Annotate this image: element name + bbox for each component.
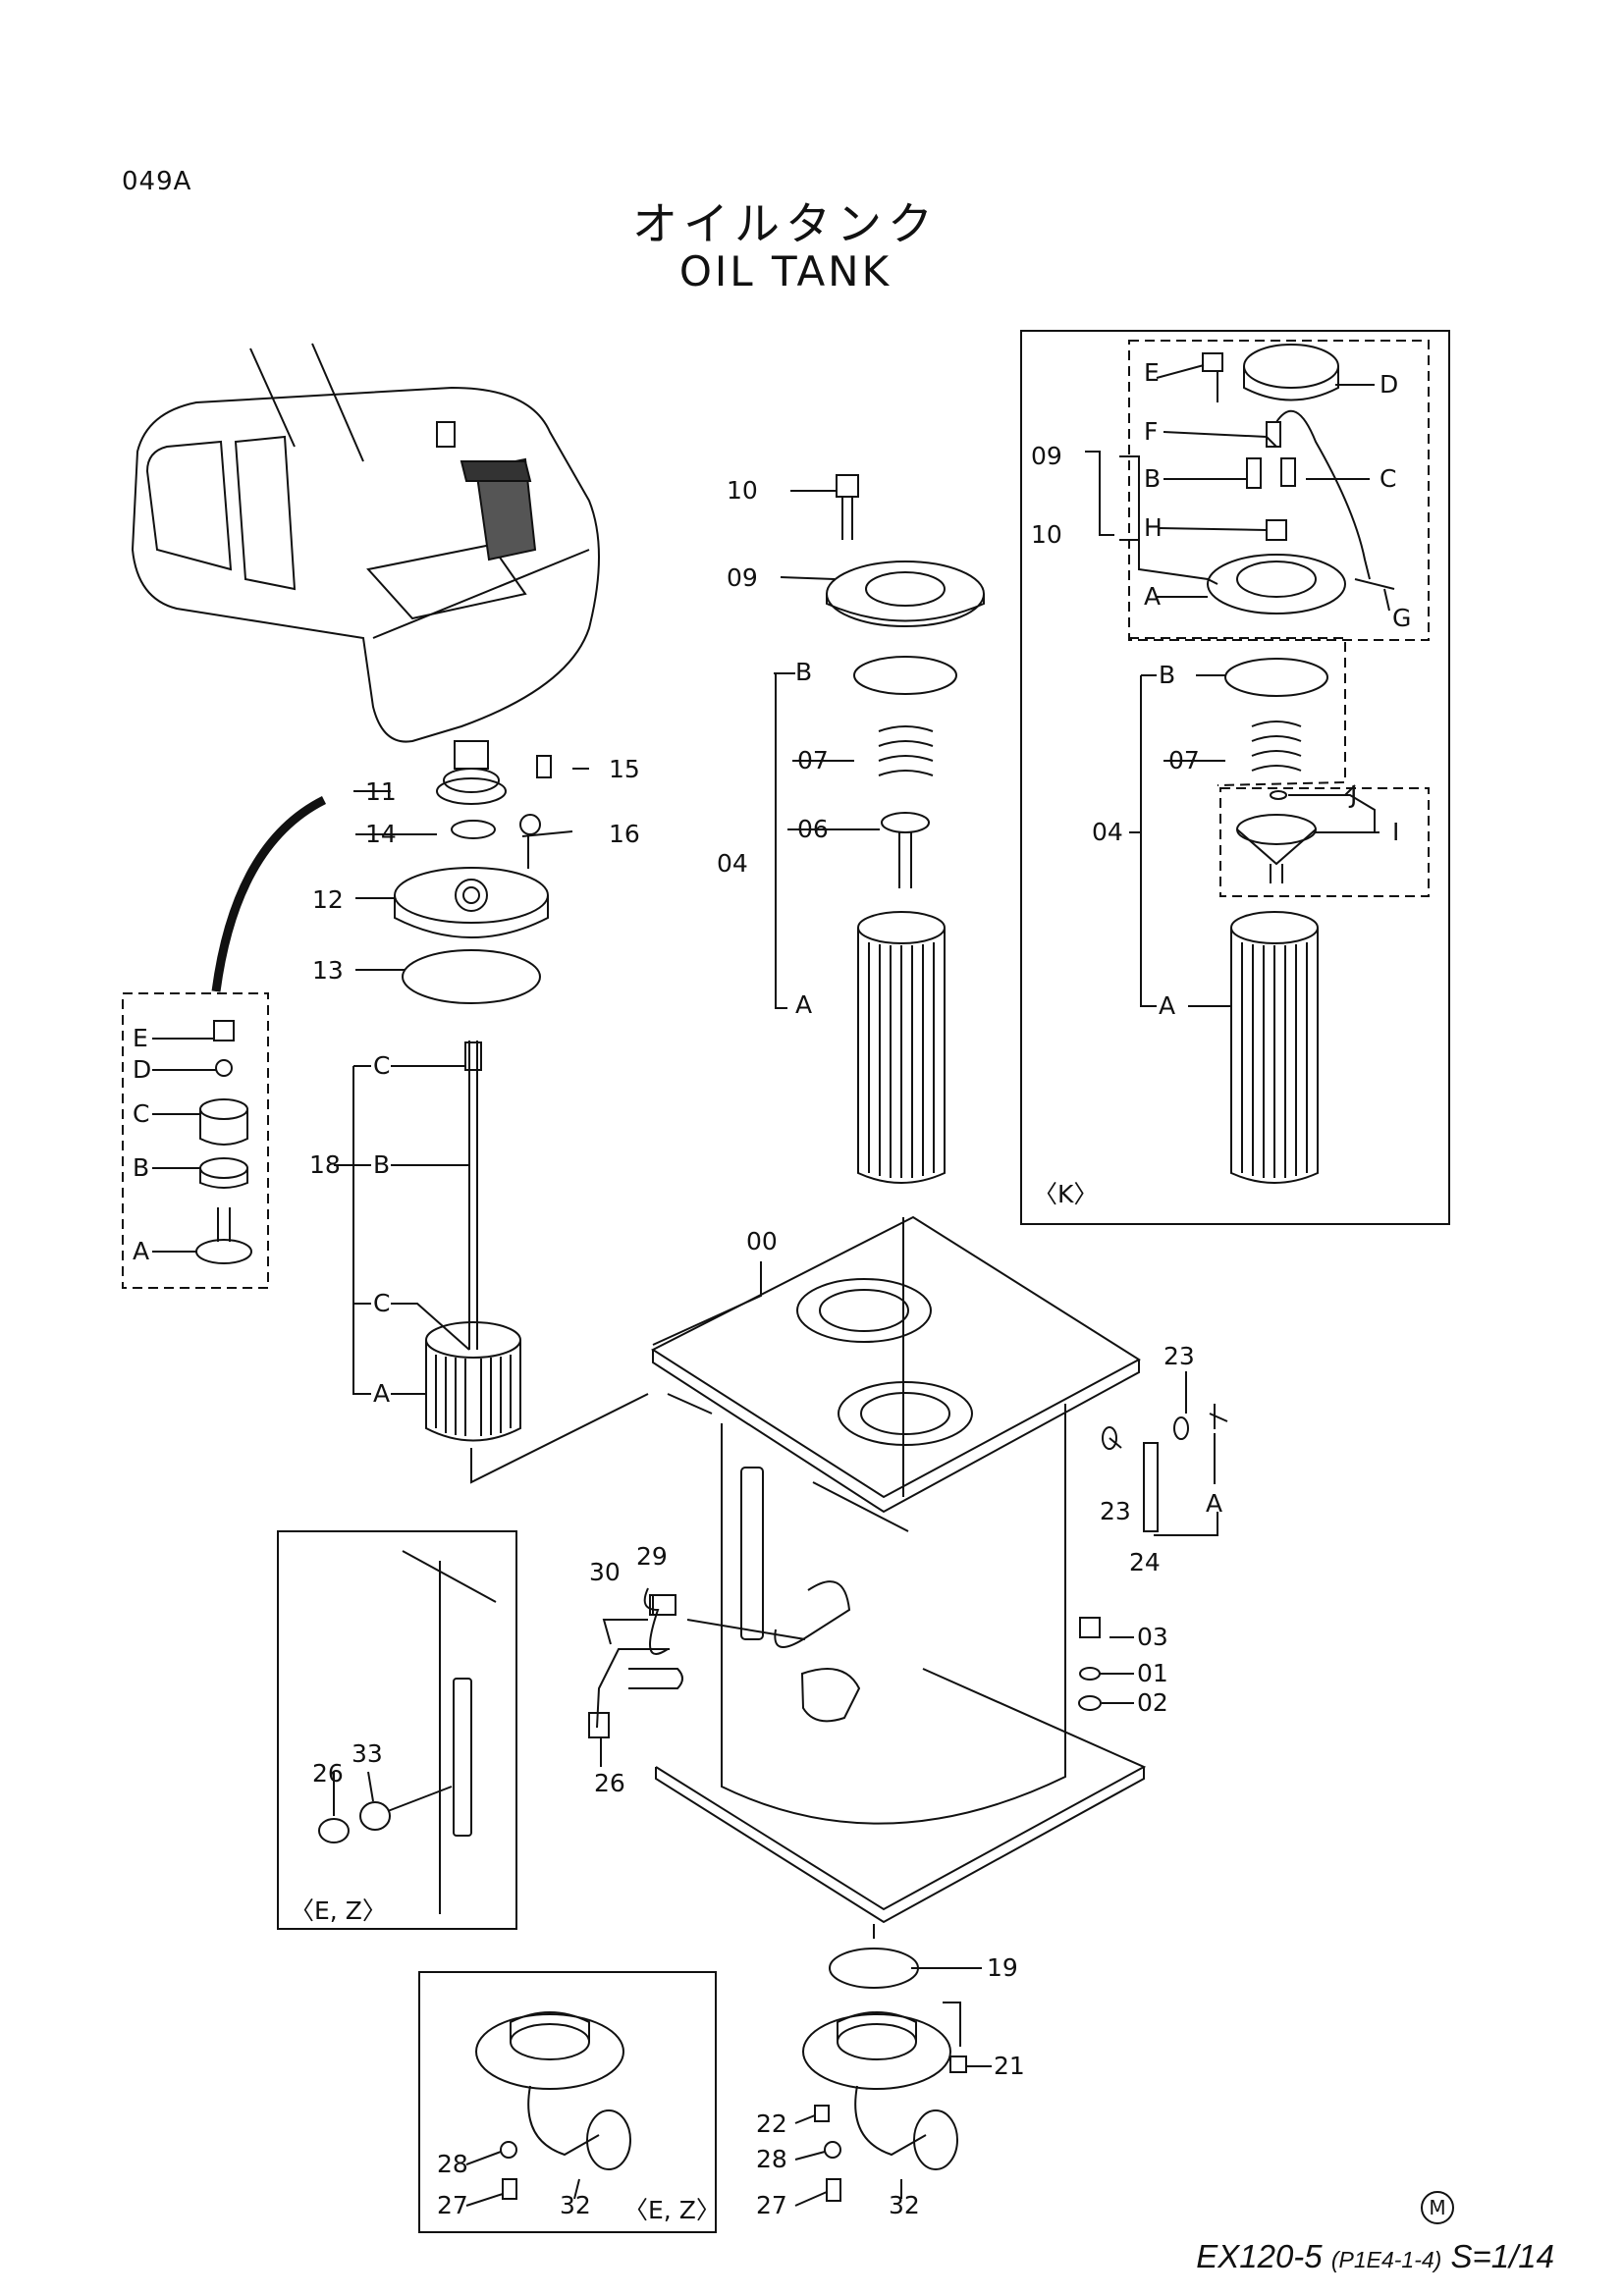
callout-33: 33 — [352, 1739, 383, 1768]
sublabel-d-k: D — [1380, 370, 1398, 399]
sublabel-e-k: E — [1144, 358, 1160, 387]
sublabel-f-k: F — [1144, 417, 1158, 446]
inset-ez1-label: 〈E, Z〉 — [290, 1896, 387, 1925]
breather-assembly — [394, 740, 552, 1004]
callout-29: 29 — [636, 1542, 668, 1571]
callout-26-main: 26 — [594, 1769, 625, 1797]
sublabel-j-k: J — [1348, 780, 1357, 809]
callout-04-k: 04 — [1092, 818, 1123, 846]
k-valve-dashed-box — [1219, 787, 1430, 897]
sublabel-c-left: C — [133, 1099, 149, 1128]
k-inset-parts — [1202, 344, 1395, 1184]
sublabel-a-left: A — [133, 1237, 149, 1265]
callout-18: 18 — [309, 1150, 341, 1179]
callout-26-inset: 26 — [312, 1759, 344, 1788]
callout-15: 15 — [609, 755, 640, 783]
callout-28-inset: 28 — [437, 2150, 468, 2178]
sublabel-a-rod: A — [373, 1379, 390, 1408]
k-inset-box — [1020, 330, 1450, 1225]
registered-m-mark: M — [1421, 2191, 1454, 2224]
sublabel-e-left: E — [133, 1024, 148, 1052]
title-english: OIL TANK — [678, 247, 893, 295]
excavator-overview — [131, 343, 600, 743]
callout-32-main: 32 — [889, 2191, 920, 2219]
callout-21: 21 — [994, 2052, 1025, 2080]
sublabel-c-rod-top: C — [373, 1051, 390, 1080]
sublabel-g-k: G — [1392, 604, 1411, 632]
callout-14: 14 — [365, 820, 397, 848]
callout-27-inset: 27 — [437, 2191, 468, 2219]
tank-body — [650, 1215, 1147, 1924]
left-subparts — [195, 1020, 252, 1264]
leader-line-curve — [211, 795, 327, 992]
footer-scale: S=1/14 — [1450, 2238, 1554, 2274]
sublabel-b-left: B — [133, 1153, 149, 1182]
callout-07-center: 07 — [797, 746, 829, 774]
callout-09-k: 09 — [1031, 442, 1062, 470]
sublabel-a-k-bottom: A — [1159, 991, 1175, 1020]
callout-24: 24 — [1129, 1548, 1161, 1576]
callout-02: 02 — [1137, 1688, 1168, 1717]
callout-27-main: 27 — [756, 2191, 787, 2219]
callout-22: 22 — [756, 2109, 787, 2138]
ez-inset-box-1 — [277, 1530, 517, 1930]
page-code: 049A — [122, 167, 192, 196]
footer-ref: (P1E4-1-4) — [1330, 2247, 1442, 2272]
callout-23-top: 23 — [1163, 1342, 1195, 1370]
sublabel-i-k: I — [1392, 818, 1399, 846]
callout-00: 00 — [746, 1227, 778, 1255]
callout-12: 12 — [312, 885, 344, 914]
callout-10-k: 10 — [1031, 520, 1062, 549]
callout-16: 16 — [609, 820, 640, 848]
sublabel-a-bracket: A — [1206, 1489, 1222, 1518]
callout-10-center: 10 — [727, 476, 758, 505]
callout-30: 30 — [589, 1558, 621, 1586]
sublabel-b-k-mid: B — [1159, 661, 1175, 689]
sublabel-h-k: H — [1144, 513, 1163, 542]
k-dashed-path — [1129, 637, 1346, 786]
bottom-outlet — [802, 1924, 967, 2202]
left-side-fittings — [588, 1587, 806, 1738]
callout-13: 13 — [312, 956, 344, 985]
center-filter-column — [826, 474, 985, 1184]
sublabel-c-rod-bottom: C — [373, 1289, 390, 1317]
sublabel-a-filter: A — [795, 990, 812, 1019]
k-cap-dashed-box — [1128, 340, 1430, 641]
callout-01: 01 — [1137, 1659, 1168, 1687]
callout-23-bottom: 23 — [1100, 1497, 1131, 1525]
ez-inset-1-parts — [318, 1550, 497, 1914]
inset-ez2-label: 〈E, Z〉 — [623, 2196, 721, 2224]
sublabel-a-k-top: A — [1144, 582, 1161, 611]
sublabel-b-rod: B — [373, 1150, 390, 1179]
callout-09-center: 09 — [727, 563, 758, 592]
inset-k-label: 〈K〉 — [1033, 1180, 1098, 1208]
ez-inset-box-2 — [418, 1971, 717, 2233]
sublabel-d-left: D — [133, 1055, 151, 1084]
strainer-leader-line — [470, 1393, 649, 1484]
footer-model: EX120-5 — [1196, 2238, 1323, 2274]
callout-19: 19 — [987, 1953, 1018, 1982]
right-fittings — [1078, 1404, 1228, 1711]
callout-11: 11 — [365, 777, 397, 806]
suction-rod-and-strainer — [425, 1041, 521, 1442]
callout-07-k: 07 — [1168, 746, 1200, 774]
footer-reference: EX120-5 (P1E4-1-4) S=1/14 — [1196, 2238, 1554, 2275]
callout-32-inset: 32 — [560, 2191, 591, 2219]
title-japanese: オイルタンク — [632, 197, 939, 250]
leader-lines — [152, 364, 1390, 2207]
callout-labels: 10 09 B 07 06 04 A 00 11 15 14 16 12 13 … — [133, 358, 1411, 2224]
sublabel-c-k: C — [1380, 464, 1396, 493]
sublabel-b-filter: B — [795, 658, 812, 686]
callout-03: 03 — [1137, 1623, 1168, 1651]
callout-28-main: 28 — [756, 2145, 787, 2173]
ez-inset-2-parts — [475, 2011, 631, 2200]
sublabel-b-k-top: B — [1144, 464, 1161, 493]
callout-06: 06 — [797, 815, 829, 843]
left-subparts-box — [122, 992, 269, 1289]
callout-04-center: 04 — [717, 849, 748, 878]
